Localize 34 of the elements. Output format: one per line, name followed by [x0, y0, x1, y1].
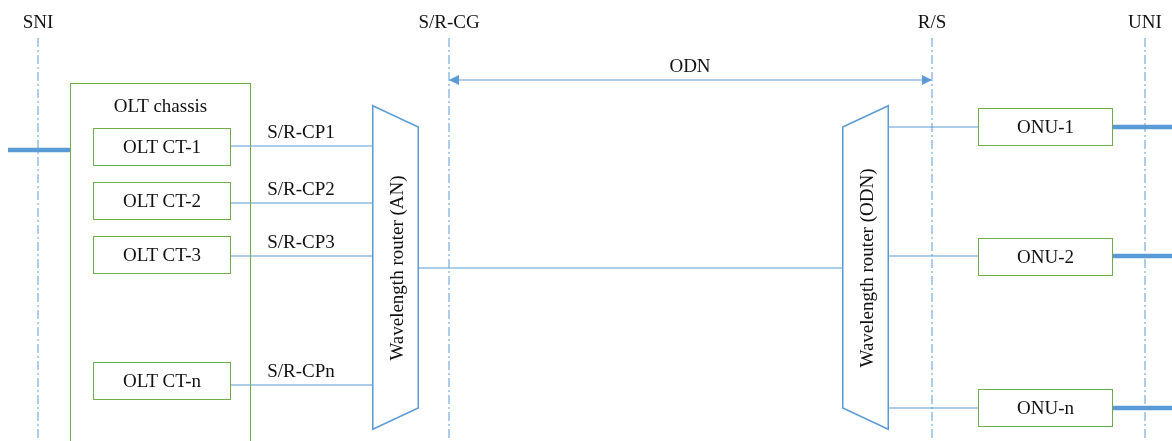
connector-line — [229, 145, 373, 147]
onu-box: ONU-n — [978, 389, 1113, 427]
connector-line — [1113, 253, 1172, 259]
reference-point-label: S/R-CG — [418, 12, 480, 31]
reference-point-label: SNI — [22, 12, 54, 31]
reference-point-label: R/S — [917, 12, 947, 31]
connector-line — [1113, 405, 1172, 411]
connector-line — [888, 407, 979, 409]
onu-box: ONU-2 — [978, 238, 1113, 276]
router-label: Wavelength router (ODN) — [856, 168, 875, 367]
reference-point-label: UNI — [1128, 12, 1162, 31]
edge-label: S/R-CP3 — [267, 232, 335, 251]
edge-label: S/R-CPn — [267, 361, 335, 380]
connector-line — [8, 147, 70, 153]
router-label: Wavelength router (AN) — [386, 174, 405, 361]
card-box: OLT CT-n — [93, 362, 231, 400]
connector-line — [1113, 124, 1172, 130]
connector-line — [418, 267, 843, 269]
edge-label: S/R-CP1 — [267, 122, 335, 141]
onu-box: ONU-1 — [978, 108, 1113, 146]
connector-line — [229, 255, 373, 257]
connector-line — [888, 255, 979, 257]
router-trapezoid — [372, 105, 419, 430]
connector-line — [888, 126, 979, 128]
chassis-frame — [70, 83, 251, 441]
edge-label: S/R-CP2 — [267, 179, 335, 198]
router-trapezoid — [842, 105, 889, 430]
card-box: OLT CT-2 — [93, 182, 231, 220]
connector-line — [229, 202, 373, 204]
span-label: ODN — [669, 56, 711, 75]
connector-line — [229, 384, 373, 386]
chassis-title: OLT chassis — [112, 96, 209, 115]
card-box: OLT CT-1 — [93, 128, 231, 166]
card-box: OLT CT-3 — [93, 236, 231, 274]
